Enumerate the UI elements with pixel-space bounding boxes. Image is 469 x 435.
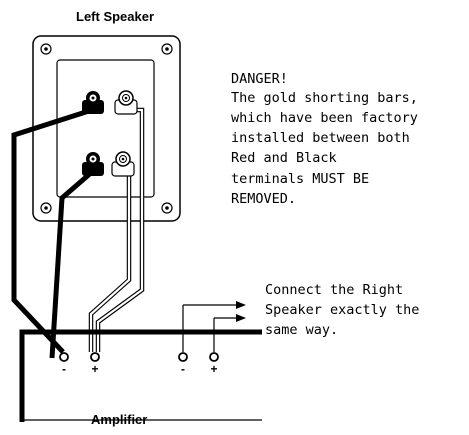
connect-line: Connect the Right bbox=[265, 282, 403, 298]
right-speaker-arrows bbox=[183, 301, 246, 322]
mounting-screw-icons bbox=[40, 43, 173, 214]
screw-icon-bottom-left bbox=[40, 202, 52, 214]
speaker-label: Left Speaker bbox=[76, 9, 154, 24]
danger-line: Red and Black bbox=[231, 150, 337, 166]
screw-icon-top-right bbox=[161, 43, 173, 55]
negative-wires bbox=[11, 107, 94, 359]
danger-note: DANGER! The gold shorting bars, which ha… bbox=[231, 71, 418, 207]
screw-icon-bottom-right bbox=[161, 202, 173, 214]
danger-line: The gold shorting bars, bbox=[231, 90, 418, 106]
amp-terminal-sign: - bbox=[62, 362, 66, 376]
amp-terminal-right-minus: - bbox=[178, 305, 188, 376]
speaker-terminals bbox=[82, 90, 138, 177]
amp-terminal-left-plus: + bbox=[90, 352, 100, 376]
terminal-black-bottom-icon bbox=[82, 152, 104, 176]
amp-terminal-sign: + bbox=[210, 362, 217, 376]
terminal-red-top-icon bbox=[114, 90, 138, 115]
amp-terminal-sign: + bbox=[91, 362, 98, 376]
terminal-black-top-icon bbox=[82, 91, 104, 114]
danger-line: installed between both bbox=[231, 130, 410, 146]
connect-note: Connect the Right Speaker exactly the sa… bbox=[265, 282, 419, 338]
amp-terminal-left-minus: - bbox=[59, 352, 69, 376]
amp-terminal-right-plus: + bbox=[209, 318, 219, 376]
screw-icon-top-left bbox=[40, 43, 52, 55]
amplifier-terminals: - + - + bbox=[59, 305, 219, 376]
danger-line: DANGER! bbox=[231, 71, 288, 87]
speaker-terminal-plate bbox=[32, 35, 181, 222]
danger-line: which have been factory bbox=[231, 110, 418, 126]
connect-line: Speaker exactly the bbox=[265, 302, 419, 318]
danger-line: terminals MUST BE bbox=[231, 171, 369, 187]
connect-line: same way. bbox=[265, 322, 338, 338]
terminal-red-bottom-icon bbox=[111, 151, 135, 177]
amp-terminal-sign: - bbox=[181, 362, 185, 376]
danger-line: REMOVED. bbox=[231, 191, 296, 207]
amplifier-label: Amplifier bbox=[91, 412, 147, 427]
amplifier-box bbox=[19, 329, 262, 422]
